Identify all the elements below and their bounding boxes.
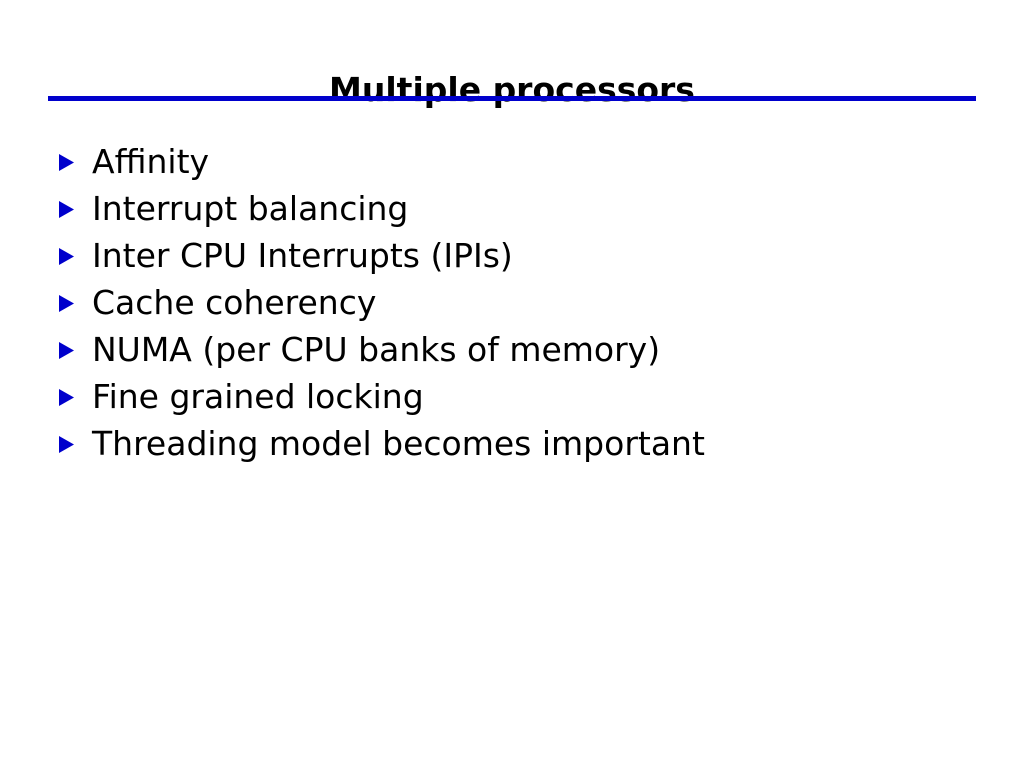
list-item-label: Fine grained locking xyxy=(92,377,424,416)
list-item: NUMA (per CPU banks of memory) xyxy=(58,326,998,373)
triangle-right-icon xyxy=(58,232,92,265)
triangle-right-icon xyxy=(58,326,92,359)
list-item-label: NUMA (per CPU banks of memory) xyxy=(92,330,661,369)
list-item: Fine grained locking xyxy=(58,373,998,420)
triangle-right-icon xyxy=(58,185,92,218)
list-item: Affinity xyxy=(58,138,998,185)
list-item-label: Affinity xyxy=(92,142,210,181)
triangle-right-icon xyxy=(58,138,92,171)
list-item-label: Cache coherency xyxy=(92,283,377,322)
triangle-right-icon xyxy=(58,279,92,312)
list-item: Inter CPU Interrupts (IPIs) xyxy=(58,232,998,279)
slide-title-block: Multiple processors xyxy=(0,48,1024,132)
list-item-label: Inter CPU Interrupts (IPIs) xyxy=(92,236,513,275)
triangle-right-icon xyxy=(58,373,92,406)
title-divider-rule xyxy=(48,96,976,101)
list-item: Threading model becomes important xyxy=(58,420,998,467)
list-item-label: Threading model becomes important xyxy=(92,424,705,463)
triangle-right-icon xyxy=(58,420,92,453)
list-item-label: Interrupt balancing xyxy=(92,189,409,228)
list-item: Cache coherency xyxy=(58,279,998,326)
list-item: Interrupt balancing xyxy=(58,185,998,232)
bullet-list: Affinity Interrupt balancing Inter CPU I… xyxy=(58,138,998,467)
page-title: Multiple processors xyxy=(329,70,695,110)
